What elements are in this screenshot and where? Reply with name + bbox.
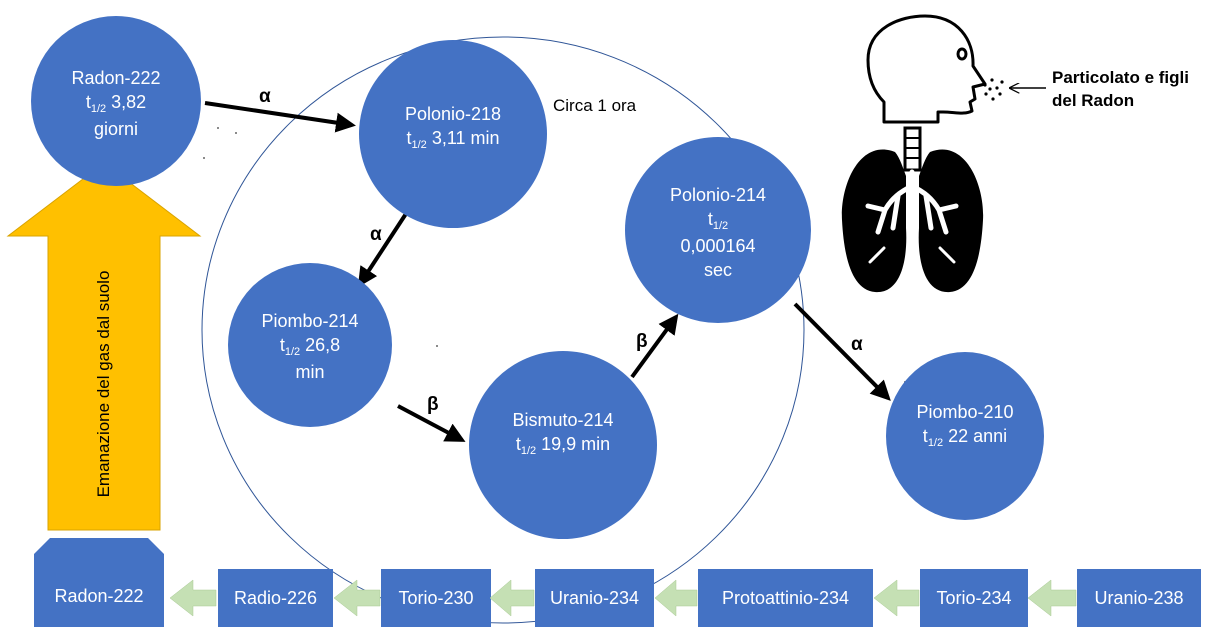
human-head-icon bbox=[866, 14, 987, 124]
box-radio-226 bbox=[218, 569, 333, 627]
edge-label-alpha: α bbox=[259, 86, 271, 107]
chain-label-radon-222: Radon-222 bbox=[54, 585, 144, 606]
edge-label-beta: β bbox=[636, 331, 648, 352]
chain-label-uranio-234: Uranio-234 bbox=[549, 587, 640, 608]
chain-label-uranio-238: Uranio-238 bbox=[1094, 587, 1184, 608]
chain-label-torio-234: Torio-234 bbox=[936, 587, 1012, 608]
edge-label-alpha: α bbox=[851, 334, 863, 355]
box-radon-222 bbox=[34, 538, 164, 627]
chain-arrow bbox=[1027, 579, 1077, 617]
dot bbox=[217, 127, 219, 129]
edge-piombo214-to-bismuto214 bbox=[397, 404, 466, 442]
box-torio-230 bbox=[381, 569, 491, 627]
emanation-arrow bbox=[6, 162, 202, 531]
edge-label-alpha: α bbox=[370, 224, 382, 245]
chain-arrow bbox=[489, 579, 535, 617]
edge-polonio214-to-piombo210 bbox=[793, 302, 891, 401]
node-radon-222 bbox=[31, 16, 201, 186]
circa-label: Circa 1 ora bbox=[553, 96, 637, 115]
edge-radon-to-polonio218 bbox=[204, 101, 356, 133]
particles-icon bbox=[983, 78, 1004, 101]
chain-arrow bbox=[333, 579, 381, 617]
node-polonio-218 bbox=[359, 40, 547, 228]
chain-arrow bbox=[654, 579, 698, 617]
node-bismuto-214 bbox=[469, 351, 657, 539]
node-piombo-210 bbox=[886, 352, 1044, 520]
chain-label-radio-226: Radio-226 bbox=[233, 587, 318, 608]
box-protoattinio-234 bbox=[698, 569, 873, 627]
box-uranio-234 bbox=[535, 569, 654, 627]
emanation-label: Emanazione del gas dal suolo bbox=[94, 270, 113, 498]
dot bbox=[235, 132, 237, 134]
box-uranio-238 bbox=[1077, 569, 1201, 627]
one-hour-region-ellipse bbox=[201, 36, 805, 624]
edge-bismuto214-to-polonio214 bbox=[630, 313, 679, 379]
chain-label-torio-230: Torio-230 bbox=[398, 587, 474, 608]
box-torio-234 bbox=[920, 569, 1028, 627]
edge-label-beta: β bbox=[427, 394, 439, 415]
chain-label-protoattinio-234: Protoattinio-234 bbox=[721, 587, 850, 608]
edge-polonio218-to-piombo214 bbox=[357, 201, 415, 288]
particulate-label: Particolato e figli del Radon bbox=[1052, 68, 1189, 110]
chain-arrow bbox=[873, 579, 920, 617]
dot bbox=[203, 157, 205, 159]
chain-arrow bbox=[169, 579, 217, 617]
lungs-icon bbox=[841, 126, 984, 293]
node-polonio-214 bbox=[625, 137, 811, 323]
dot bbox=[436, 345, 438, 347]
node-piombo-214 bbox=[228, 263, 392, 427]
